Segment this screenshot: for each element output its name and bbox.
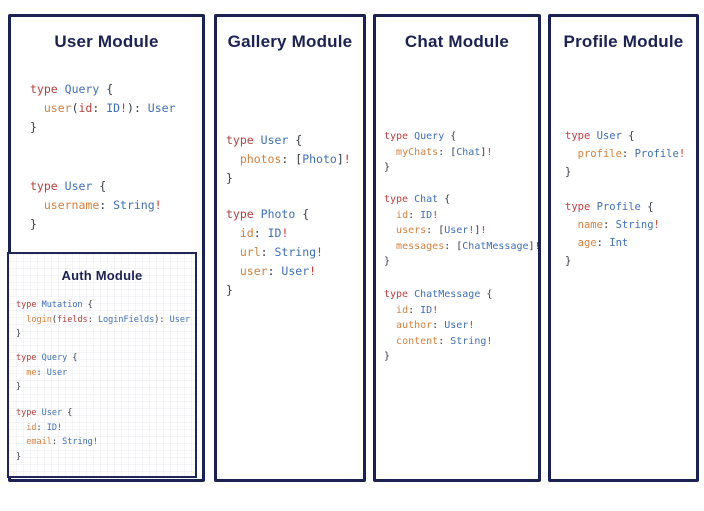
module-title-auth: Auth Module bbox=[61, 268, 143, 283]
code-block-gallery-photo: type Photo { id: ID! url: String! user: … bbox=[226, 207, 323, 297]
module-title-user: User Module bbox=[54, 32, 159, 51]
code-block-auth-query: type Query { me: User} bbox=[16, 353, 78, 392]
code-block-chat-message: type ChatMessage { id: ID! author: User!… bbox=[384, 289, 493, 362]
code-block-user-type: type User { username: String!} bbox=[30, 179, 162, 231]
module-card-user: User Module type Query { user(id: ID!): … bbox=[7, 14, 205, 482]
module-card-gallery: Gallery Module type User { photos: [Phot… bbox=[214, 14, 366, 482]
code-block-profile-profile: type Profile { name: String! age: Int} bbox=[565, 201, 660, 267]
code-block-auth-user: type User { id: ID! email: String!} bbox=[16, 408, 98, 462]
module-card-chat: Chat Module type Query { myChats: [Chat]… bbox=[373, 14, 541, 482]
module-card-auth: Auth Module type Mutation { login(fields… bbox=[7, 252, 197, 478]
code-block-chat-chat: type Chat { id: ID! users: [User!]! mess… bbox=[384, 194, 541, 267]
module-card-profile: Profile Module type User { profile: Prof… bbox=[548, 14, 699, 482]
module-title-gallery: Gallery Module bbox=[227, 32, 353, 51]
code-block-gallery-user: type User { photos: [Photo]!} bbox=[226, 133, 351, 185]
module-title-chat: Chat Module bbox=[404, 32, 510, 51]
code-block-chat-query: type Query { myChats: [Chat]!} bbox=[384, 131, 493, 173]
module-title-profile: Profile Module bbox=[563, 32, 684, 51]
code-block-auth-mutation: type Mutation { login(fields: LoginField… bbox=[16, 300, 191, 339]
code-block-user-query: type Query { user(id: ID!): User} bbox=[30, 82, 176, 134]
code-block-profile-user: type User { profile: Profile!} bbox=[565, 130, 686, 178]
